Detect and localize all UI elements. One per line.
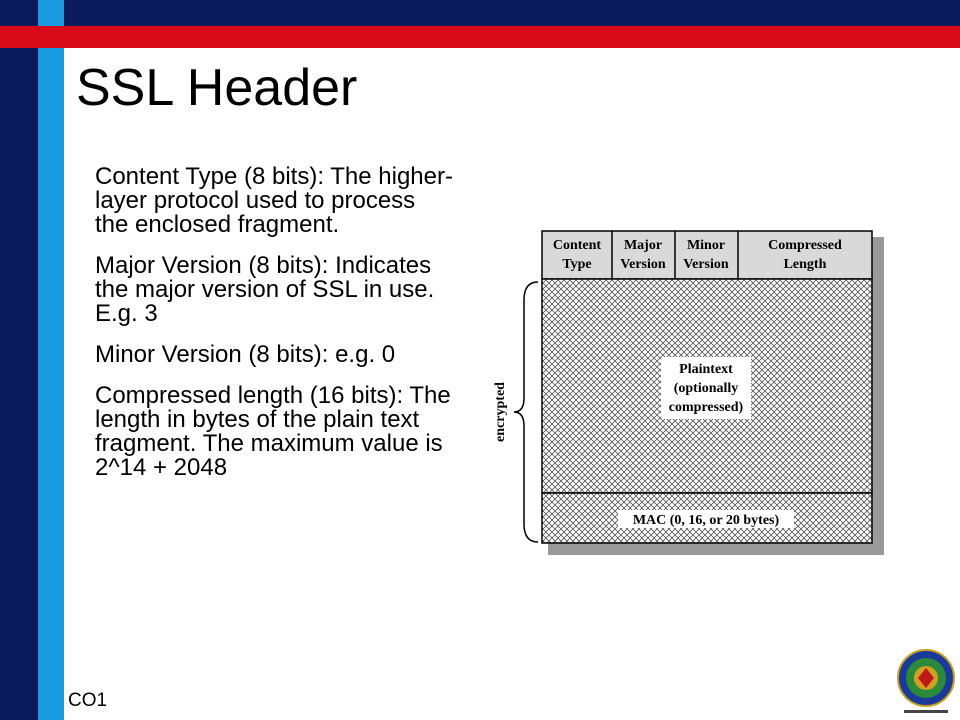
header-row (541, 230, 873, 280)
top-red-bar (0, 26, 960, 48)
bullet-major-version: Major Version (8 bits): Indicates the ma… (95, 252, 435, 327)
university-seal-icon (897, 649, 955, 713)
mac-label-box (618, 510, 794, 528)
encrypted-label: encrypted (493, 382, 508, 442)
left-cyan-bar (38, 0, 64, 720)
mac-label: MAC (0, 16, or 20 bytes) (633, 513, 780, 528)
field-major-version-line2: Version (620, 257, 666, 272)
plaintext-label-box (661, 357, 751, 419)
field-minor-version-line1: Minor (687, 238, 725, 253)
bullet-compressed-length: Compressed length (16 bits): The length … (95, 382, 451, 481)
plaintext-label-line1: Plaintext (679, 362, 733, 377)
bullet-list: Content Type (8 bits): The higher-layer … (95, 165, 455, 497)
bullet-minor-version: Minor Version (8 bits): e.g. 0 (95, 341, 396, 368)
bullet-content-type: Content Type (8 bits): The higher-layer … (95, 163, 453, 238)
footer-label: CO1 (68, 690, 108, 711)
plaintext-label-line3: compressed) (669, 400, 744, 415)
encrypted-brace (513, 281, 539, 543)
field-compressed-length-line2: Length (784, 257, 827, 272)
field-content-type-line1: Content (553, 238, 602, 253)
field-minor-version-line2: Version (683, 257, 729, 272)
plaintext-label-line2: (optionally (674, 381, 739, 396)
field-content-type-line2: Type (562, 257, 591, 272)
left-navy-bar (0, 0, 38, 720)
top-navy-bar (64, 0, 960, 26)
field-compressed-length-line1: Compressed (768, 238, 842, 253)
ssl-record-diagram: Content Type Major Version Minor Version… (493, 230, 884, 555)
mac-region (541, 492, 873, 544)
slide-title: SSL Header (76, 59, 358, 117)
field-major-version-line1: Major (624, 238, 662, 253)
